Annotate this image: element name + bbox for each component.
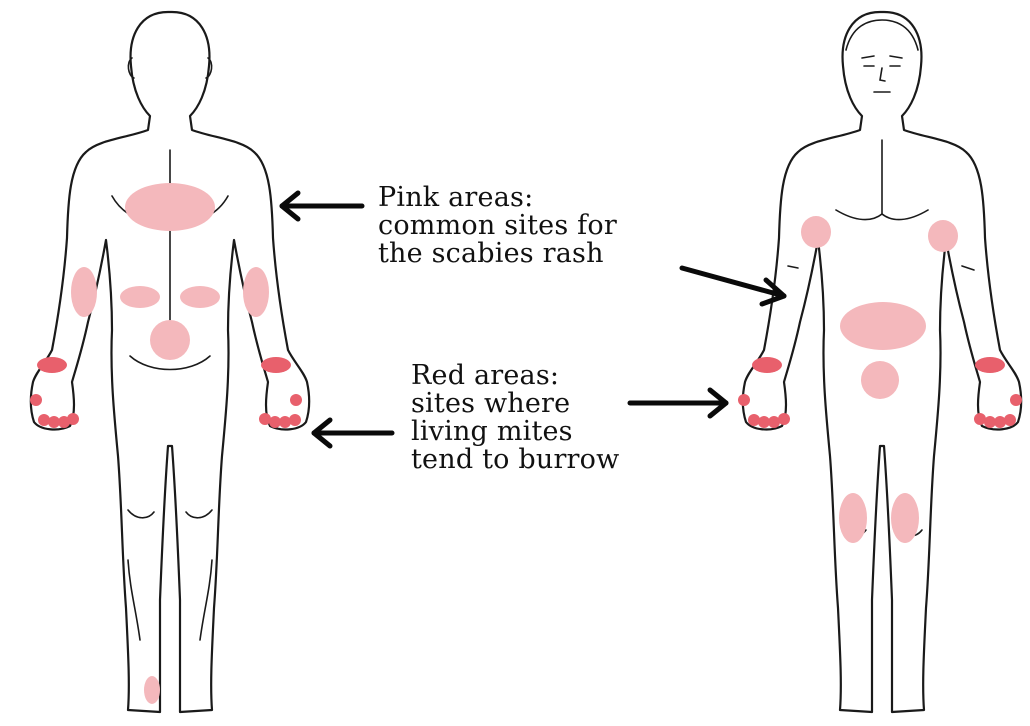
red-caption-line-4: tend to burrow [411, 446, 619, 474]
front-pink-right-armpit [928, 220, 958, 252]
back-pink-upper-back [125, 183, 215, 231]
pink-caption-line-2: common sites for [378, 212, 617, 240]
back-red-left-wrist [37, 357, 67, 373]
back-pink-left-waist [120, 286, 160, 308]
red-caption-line-3: living mites [411, 418, 619, 446]
pink-areas-caption: Pink areas: common sites for the scabies… [378, 184, 617, 268]
pink-caption-line-3: the scabies rash [378, 240, 617, 268]
front-red-right-wrist [975, 357, 1005, 373]
front-view-figure [738, 12, 1022, 712]
front-red-right-finger-3 [994, 416, 1006, 428]
front-red-left-finger-1 [748, 414, 760, 426]
back-red-right-finger-3 [279, 416, 291, 428]
back-red-right-thumb [290, 394, 302, 406]
red-arrow-right [630, 390, 726, 416]
back-red-left-finger-4 [67, 413, 79, 425]
red-arrow-left [314, 420, 392, 446]
back-red-left-thumb [30, 394, 42, 406]
back-pink-buttocks [150, 320, 190, 360]
red-caption-line-2: sites where [411, 390, 619, 418]
front-pink-waist [840, 302, 926, 350]
back-red-right-finger-4 [289, 414, 301, 426]
back-pink-right-waist [180, 286, 220, 308]
front-red-left-thumb [738, 394, 750, 406]
front-red-right-thumb [1010, 394, 1022, 406]
front-pink-left-knee [839, 493, 867, 543]
red-caption-line-1: Red areas: [411, 362, 619, 390]
front-pink-groin [861, 361, 899, 399]
back-view-figure [30, 12, 309, 712]
front-red-left-finger-4 [778, 413, 790, 425]
front-pink-left-armpit [801, 216, 831, 248]
pink-arrow-left [282, 193, 362, 219]
back-red-left-finger-1 [38, 414, 50, 426]
front-red-right-finger-4 [1004, 414, 1016, 426]
back-pink-left-elbow [71, 267, 97, 317]
back-red-right-wrist [261, 357, 291, 373]
front-red-left-wrist [752, 357, 782, 373]
back-pink-ankle [144, 676, 160, 704]
front-pink-right-knee [891, 493, 919, 543]
pink-arrow-right [682, 268, 784, 304]
back-pink-right-elbow [243, 267, 269, 317]
red-areas-caption: Red areas: sites where living mites tend… [411, 362, 619, 474]
pink-caption-line-1: Pink areas: [378, 184, 617, 212]
